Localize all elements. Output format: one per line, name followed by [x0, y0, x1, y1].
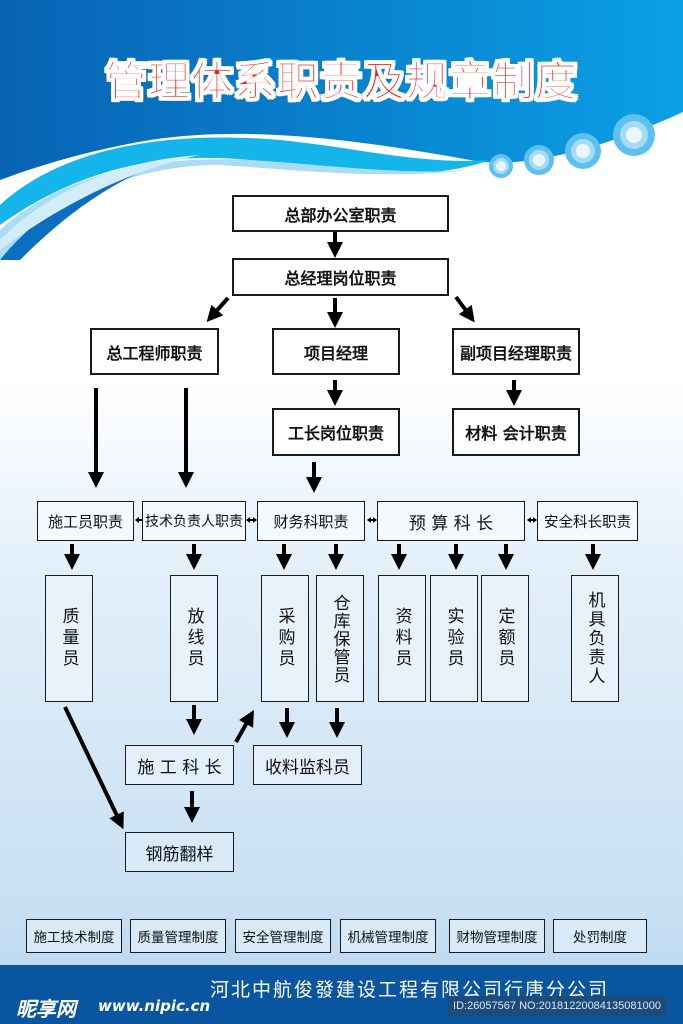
double-arrow-4 [527, 517, 537, 523]
box-purchaser: 采购员 [261, 575, 309, 702]
page-title: 管理体系职责及规章制度 [104, 57, 578, 107]
box-general-manager: 总经理岗位职责 [232, 258, 449, 296]
box-quality-inspector: 质量员 [45, 575, 93, 702]
company-name: 河北中航俊發建设工程有限公司行唐分公司 [210, 979, 610, 1001]
box-foreman: 工长岗位职责 [272, 408, 400, 456]
box-deputy-pm: 副项目经理职责 [452, 328, 580, 375]
rule-safety-mgmt[interactable]: 安全管理制度 [235, 919, 331, 953]
double-arrow-2 [246, 517, 257, 523]
box-material-accounting: 材料 会计职责 [452, 408, 580, 456]
box-quota-staff: 定额员 [481, 575, 529, 702]
box-chief-engineer: 总工程师职责 [90, 328, 219, 375]
box-receiving-supervisor: 收料监科员 [253, 745, 362, 785]
box-data-clerk: 资料员 [378, 575, 426, 702]
box-budget-chief: 预 算 科 长 [377, 501, 525, 541]
arrow-section-chief-to-purchase [234, 710, 254, 743]
banner-shape [0, 0, 683, 180]
box-rebar-detailing: 钢筋翻样 [125, 832, 234, 872]
image-id-tag: ID:26057567 NO:20181220084135081000 [448, 996, 666, 1016]
bubbles [489, 114, 655, 178]
wave-light [0, 137, 490, 225]
arrow-quality-to-rebar [63, 706, 124, 830]
box-warehouse-keeper: 仓库保管员 [316, 575, 364, 702]
wave-dark [0, 155, 185, 260]
box-safety-chief: 安全科长职责 [537, 501, 638, 541]
box-finance: 财务科职责 [257, 501, 365, 541]
double-arrow-3 [367, 517, 377, 523]
box-machinery-lead: 机具负责人 [571, 575, 619, 702]
arrow-gm-to-chief-engineer [206, 296, 230, 322]
box-layout-staff: 放线员 [170, 575, 218, 702]
rule-property-mgmt[interactable]: 财物管理制度 [449, 919, 545, 953]
watermark-logo: 昵享网 [16, 997, 76, 1021]
rule-machinery-mgmt[interactable]: 机械管理制度 [340, 919, 436, 953]
box-construction-section-chief: 施 工 科 长 [125, 745, 234, 785]
watermark-url: www.nipic.cn [98, 997, 211, 1015]
header-banner [0, 0, 683, 260]
rule-quality-mgmt[interactable]: 质量管理制度 [130, 919, 226, 953]
box-lab-staff: 实验员 [430, 575, 478, 702]
box-construction-staff: 施工员职责 [37, 501, 134, 541]
box-tech-lead: 技术负责人职责 [142, 501, 246, 541]
box-project-manager: 项目经理 [272, 328, 400, 375]
rule-penalty[interactable]: 处罚制度 [553, 919, 647, 953]
arrow-gm-to-deputy-pm [454, 295, 475, 323]
rule-construction-tech[interactable]: 施工技术制度 [26, 919, 122, 953]
box-head-office: 总部办公室职责 [232, 195, 449, 232]
